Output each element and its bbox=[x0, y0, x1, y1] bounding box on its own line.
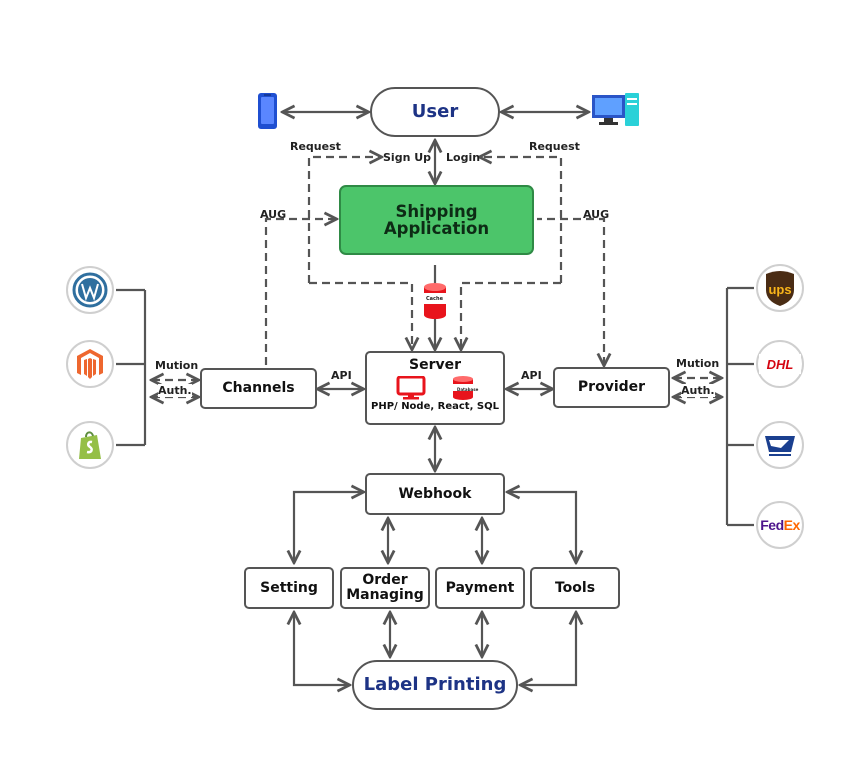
fedex-logo[interactable]: FedEx bbox=[756, 501, 804, 549]
shopify-icon bbox=[79, 431, 101, 459]
mution-left-label: Mution bbox=[155, 359, 199, 372]
api-left-label: API bbox=[331, 369, 352, 382]
fedex-fed: Fed bbox=[760, 517, 784, 533]
dhl-text: DHL bbox=[767, 357, 794, 372]
wordpress-icon bbox=[72, 272, 108, 308]
cache-icon bbox=[424, 283, 446, 319]
label-printing-label: Label Printing bbox=[363, 673, 507, 695]
cache-label: Cache bbox=[426, 296, 443, 302]
aug-right-label: AUG bbox=[583, 208, 610, 221]
auth-right-label: Auth. bbox=[681, 384, 715, 397]
api-right-label: API bbox=[521, 369, 542, 382]
tools-label: Tools bbox=[554, 579, 596, 596]
setting-node[interactable]: Setting bbox=[244, 567, 334, 609]
sign-up-label: Sign Up bbox=[383, 151, 432, 164]
usps-eagle-icon bbox=[765, 436, 795, 456]
server-stack-label: PHP/ Node, React, SQL bbox=[371, 400, 499, 412]
request-right-label: Request bbox=[529, 140, 580, 153]
wordpress-logo[interactable] bbox=[66, 266, 114, 314]
payment-label: Payment bbox=[445, 579, 515, 596]
request-left-label: Request bbox=[290, 140, 341, 153]
webhook-label: Webhook bbox=[398, 485, 472, 502]
fedex-text: FedEx bbox=[760, 517, 800, 533]
setting-label: Setting bbox=[260, 579, 318, 596]
tools-node[interactable]: Tools bbox=[530, 567, 620, 609]
shipping-application-label: Shipping Application bbox=[383, 201, 490, 238]
dhl-logo[interactable]: DHL bbox=[756, 340, 804, 388]
webhook-node[interactable]: Webhook bbox=[365, 473, 505, 515]
user-node[interactable]: User bbox=[370, 87, 500, 137]
payment-node[interactable]: Payment bbox=[435, 567, 525, 609]
monitor-icon bbox=[396, 375, 426, 400]
ups-logo[interactable]: ups bbox=[756, 264, 804, 312]
provider-node[interactable]: Provider bbox=[553, 367, 670, 408]
channels-label: Channels bbox=[222, 380, 295, 397]
channels-node[interactable]: Channels bbox=[200, 368, 317, 409]
ups-icon: ups bbox=[766, 271, 794, 306]
fedex-ex: Ex bbox=[783, 517, 801, 533]
phone-icon bbox=[258, 93, 277, 129]
mution-right-label: Mution bbox=[676, 357, 720, 370]
login-label: Login bbox=[446, 151, 481, 164]
server-label: Server bbox=[408, 357, 461, 373]
database-label: Database bbox=[457, 387, 479, 392]
shopify-logo[interactable] bbox=[66, 421, 114, 469]
user-label: User bbox=[411, 100, 459, 122]
database-icon bbox=[453, 375, 473, 400]
ups-text: ups bbox=[768, 282, 791, 297]
usps-logo[interactable] bbox=[756, 421, 804, 469]
provider-label: Provider bbox=[577, 379, 646, 396]
shipping-application-node[interactable]: Shipping Application bbox=[339, 185, 534, 255]
magento-icon bbox=[77, 349, 103, 379]
magento-logo[interactable] bbox=[66, 340, 114, 388]
dhl-icon: DHL bbox=[759, 354, 801, 374]
order-managing-node[interactable]: Order Managing bbox=[340, 567, 430, 609]
server-node[interactable]: Server PHP/ Node, React, SQL bbox=[365, 351, 505, 425]
order-managing-label: Order Managing bbox=[346, 572, 424, 603]
label-printing-node[interactable]: Label Printing bbox=[352, 660, 518, 710]
auth-left-label: Auth. bbox=[158, 384, 192, 397]
desktop-icon bbox=[592, 93, 639, 126]
aug-left-label: AUG bbox=[260, 208, 287, 221]
